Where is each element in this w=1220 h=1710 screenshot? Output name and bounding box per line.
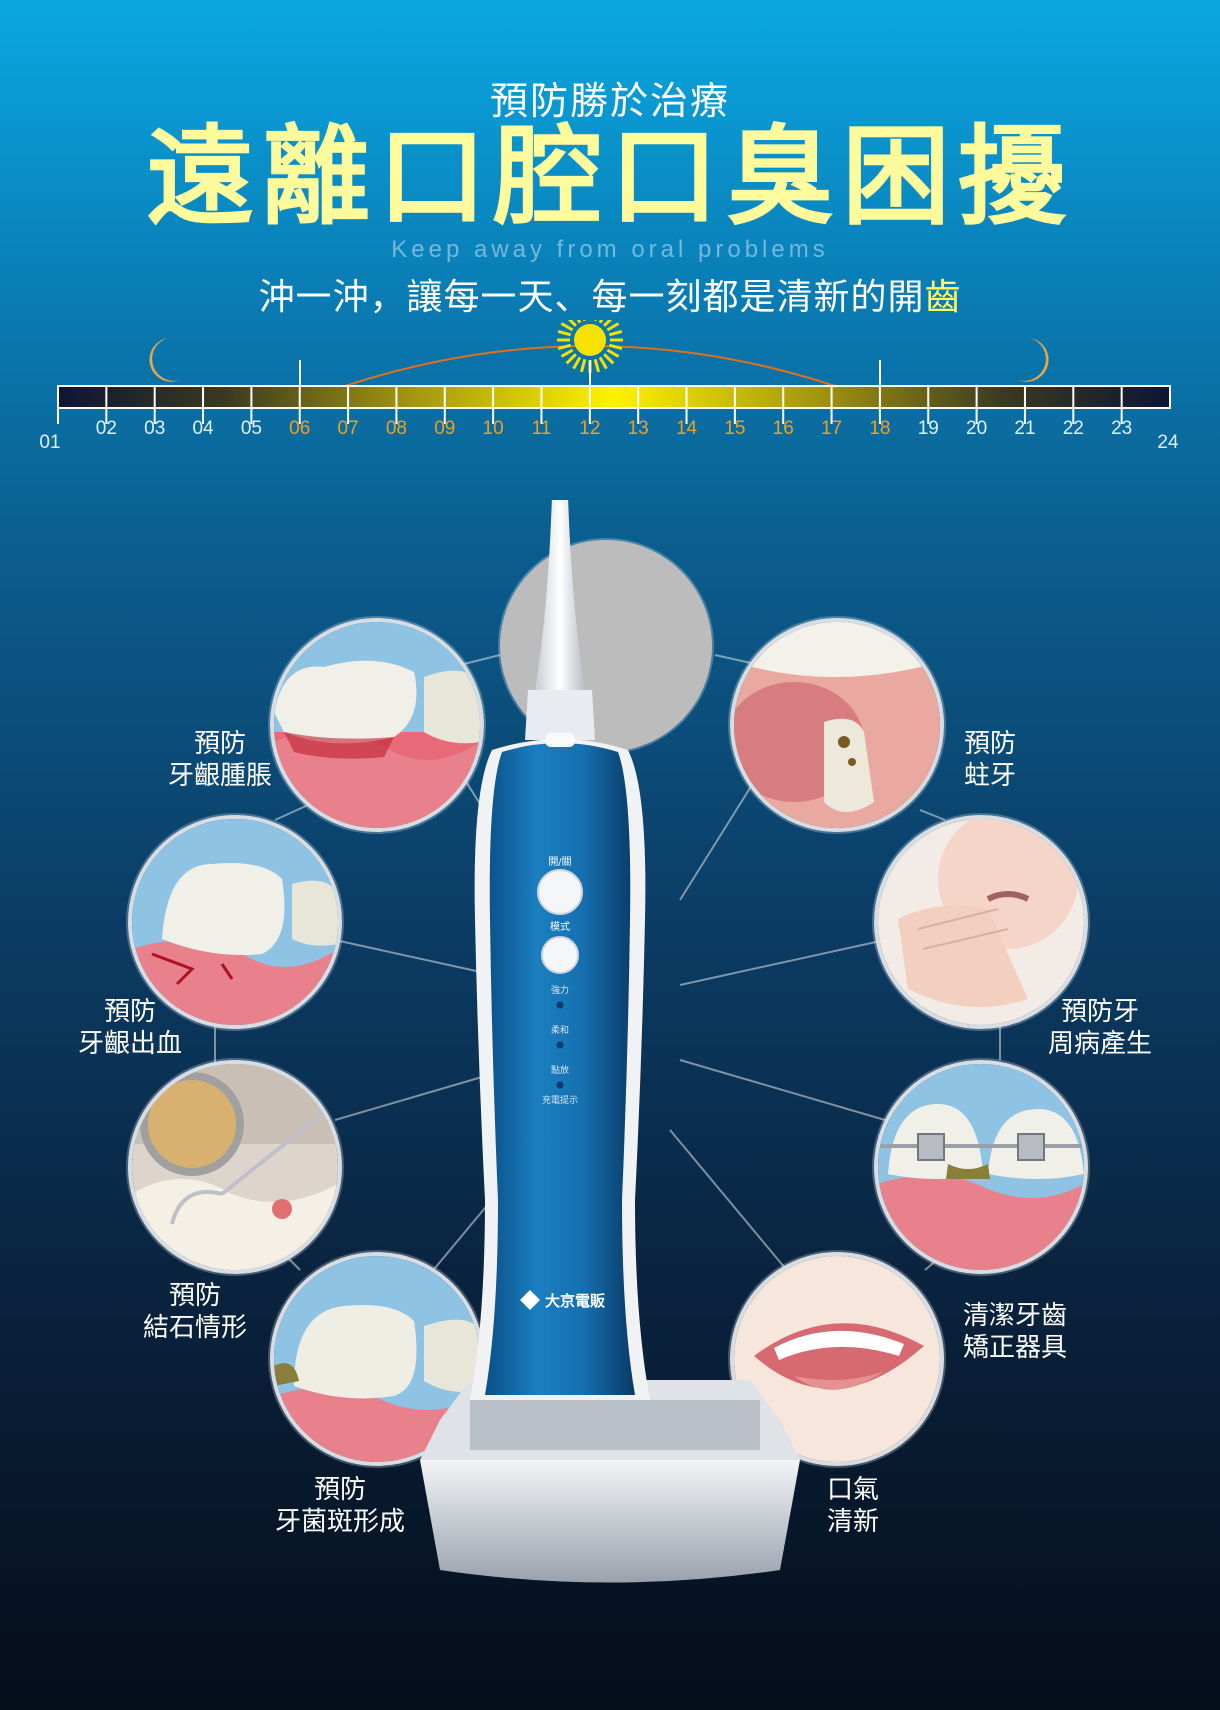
- hour-label: 18: [869, 418, 890, 439]
- label-gum-bleeding: 預防 牙齦出血: [70, 996, 190, 1060]
- device-body: [470, 733, 650, 1400]
- label-gum-swelling-line1: 預防: [193, 729, 246, 759]
- label-breath-line2: 清新: [826, 1507, 879, 1537]
- label-cavity: 預防 蛀牙: [950, 728, 1030, 792]
- label-tartar-line2: 結石情形: [142, 1313, 247, 1343]
- label-plaque-line2: 牙菌斑形成: [274, 1507, 405, 1537]
- hour-label: 04: [192, 418, 214, 439]
- hour-label: 23: [1111, 418, 1132, 439]
- mode-soft-label: 柔和: [551, 1025, 569, 1036]
- english-subtitle: Keep away from oral problems: [391, 236, 829, 263]
- label-gum-bleeding-line2: 牙齦出血: [77, 1029, 182, 1059]
- mode-pulse-indicator: [556, 1081, 564, 1089]
- hour-label: 13: [628, 418, 649, 439]
- gum-bleeding-image: [128, 815, 342, 1029]
- hour-label: 17: [821, 418, 842, 439]
- hour-label: 02: [96, 418, 117, 439]
- mode-pulse-label: 點放: [551, 1064, 569, 1076]
- label-plaque-line1: 預防: [313, 1475, 366, 1505]
- label-tartar: 預防 結石情形: [140, 1280, 250, 1344]
- tagline-main: 沖一沖，讓每一天、每一刻都是清新的開: [258, 277, 925, 318]
- nozzle[interactable]: [525, 500, 595, 740]
- label-breath-line1: 口氣: [826, 1475, 879, 1505]
- braces-image: [874, 1060, 1088, 1274]
- water-flosser-device: 開/關 模式 強力 柔和 點放 充電提示 大京電販: [420, 500, 800, 1583]
- mode-button[interactable]: [541, 936, 579, 974]
- hour-label-start: 01: [39, 432, 60, 453]
- hour-label: 12: [579, 418, 600, 439]
- mode-strong-indicator: [556, 1001, 564, 1009]
- hour-label: 14: [676, 418, 698, 439]
- hour-label: 21: [1014, 418, 1035, 439]
- power-button[interactable]: [537, 869, 583, 915]
- hour-label: 05: [241, 418, 262, 439]
- label-periodontal-line2: 周病產生: [1047, 1029, 1152, 1059]
- hour-label-end: 24: [1157, 432, 1179, 453]
- label-plaque: 預防 牙菌斑形成: [270, 1474, 410, 1538]
- tagline-highlight: 齒: [924, 277, 962, 318]
- hour-label: 20: [966, 418, 987, 439]
- hour-label: 16: [773, 418, 794, 439]
- label-periodontal-line1: 預防牙: [1060, 997, 1139, 1027]
- headline: 遠離口腔口臭困擾: [145, 115, 1074, 240]
- hour-label: 19: [918, 418, 939, 439]
- hour-label: 22: [1063, 418, 1084, 439]
- label-braces-line1: 清潔牙齒: [962, 1301, 1067, 1331]
- tartar-image: [128, 1060, 342, 1274]
- charging-base: [420, 1380, 800, 1583]
- day-timeline: 02 03 04 05 06 07 08 09 10 11 12 13 14 15 16 17 18 19 20 21…: [39, 320, 1179, 453]
- hour-label: 15: [724, 418, 745, 439]
- mode-soft-indicator: [556, 1041, 564, 1049]
- charge-indicator-label: 充電提示: [542, 1094, 578, 1106]
- kicker-text: 預防勝於治療: [489, 79, 730, 123]
- periodontal-image: [874, 815, 1088, 1029]
- power-button-label: 開/關: [548, 856, 571, 868]
- hour-label: 11: [532, 418, 552, 439]
- mode-strong-label: 強力: [551, 984, 569, 996]
- label-gum-bleeding-line1: 預防: [103, 997, 156, 1027]
- label-braces: 清潔牙齒 矯正器具: [960, 1300, 1070, 1364]
- hour-label: 03: [144, 418, 165, 439]
- label-cavity-line1: 預防: [963, 729, 1016, 759]
- label-breath: 口氣 清新: [818, 1474, 888, 1538]
- label-cavity-line2: 蛀牙: [963, 761, 1016, 791]
- brand-logo: 大京電販: [520, 1290, 606, 1310]
- label-tartar-line1: 預防: [168, 1281, 221, 1311]
- brand-logo-icon: [520, 1290, 540, 1310]
- hour-label: 10: [483, 418, 504, 439]
- hour-label: 07: [338, 418, 359, 439]
- hour-label: 09: [434, 418, 455, 439]
- label-braces-line2: 矯正器具: [962, 1333, 1067, 1363]
- gum-swelling-image: [270, 618, 484, 832]
- brand-name: 大京電販: [545, 1292, 606, 1310]
- mode-button-label: 模式: [550, 920, 570, 933]
- hour-label: 08: [386, 418, 407, 439]
- cavity-image: [730, 618, 944, 832]
- hour-label: 06: [289, 418, 310, 439]
- label-gum-swelling-line2: 牙齦腫脹: [167, 761, 272, 791]
- label-periodontal: 預防牙 周病產生: [1045, 996, 1155, 1060]
- tagline: 沖一沖，讓每一天、每一刻都是清新的開齒: [0, 268, 1220, 320]
- label-gum-swelling: 預防 牙齦腫脹: [150, 728, 290, 792]
